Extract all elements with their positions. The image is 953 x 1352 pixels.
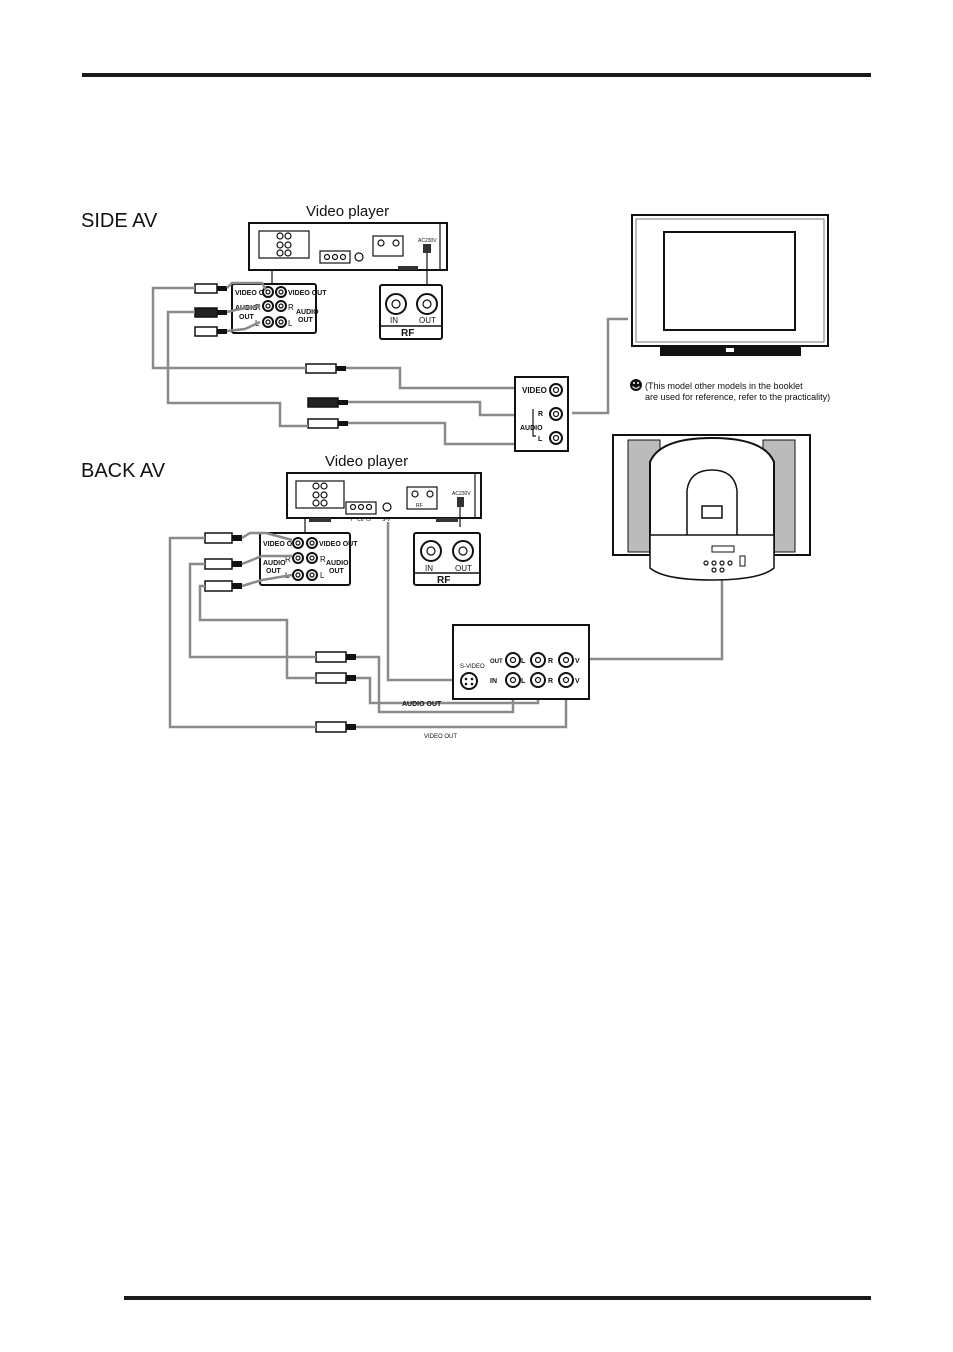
- video-player-back: Video player Y Cb Cr S-V RF AC230V: [286, 453, 482, 527]
- player-output-panel-back: VIDEO OUT VIDEO OUT AUDIO OUT R R AUDIO …: [259, 518, 358, 586]
- audio-out-wire-label: AUDIO OUT: [402, 701, 442, 708]
- svg-text:OUT: OUT: [239, 314, 255, 321]
- svg-text:AUDIO: AUDIO: [263, 560, 286, 567]
- bottom-rule: [124, 1296, 871, 1300]
- svg-text:VIDEO OUT: VIDEO OUT: [235, 290, 274, 297]
- svg-text:R: R: [548, 678, 553, 685]
- cables-back: [168, 522, 724, 729]
- svg-text:OUT: OUT: [419, 316, 436, 325]
- svg-text:Cb: Cb: [357, 517, 364, 523]
- svg-text:R: R: [320, 555, 326, 564]
- svg-text:AUDIO: AUDIO: [520, 425, 543, 432]
- svg-text:L: L: [538, 436, 543, 443]
- player-title-back: Video player: [325, 453, 408, 470]
- svg-text:OUT: OUT: [329, 568, 345, 575]
- svg-text:VIDEO: VIDEO: [522, 386, 547, 395]
- svg-text:S-VIDEO: S-VIDEO: [460, 664, 485, 670]
- back-av-title: BACK AV: [81, 460, 166, 482]
- svg-text:R: R: [538, 411, 543, 418]
- svg-text:VIDEO OUT: VIDEO OUT: [263, 541, 302, 548]
- top-rule: [82, 73, 871, 77]
- svg-text:OUT: OUT: [455, 564, 472, 573]
- reference-note: (This model other models in the booklet …: [630, 379, 830, 402]
- video-player-side: Video player AC230V: [248, 203, 448, 285]
- player-title-side: Video player: [306, 203, 389, 220]
- svg-text:L: L: [521, 658, 526, 665]
- svg-text:V: V: [575, 658, 580, 665]
- svg-text:R: R: [288, 303, 294, 312]
- svg-text:L: L: [288, 319, 293, 328]
- smiley-icon: [630, 379, 642, 391]
- tv-side-av-panel: VIDEO R AUDIO L: [514, 376, 569, 452]
- tv-back-av-panel: S-VIDEO OUT IN L R V L R V: [452, 624, 590, 700]
- rca-plugs-back-top: [204, 532, 242, 592]
- svg-text:IN: IN: [425, 564, 433, 573]
- ac-label-side: AC230V: [418, 238, 437, 244]
- svg-text:RF: RF: [401, 328, 414, 339]
- rca-plugs-back-bottom: [315, 651, 356, 733]
- ac-label-back: AC230V: [452, 491, 471, 497]
- svg-text:OUT: OUT: [266, 568, 282, 575]
- svg-text:L: L: [521, 678, 526, 685]
- svg-text:AUDIO: AUDIO: [326, 560, 349, 567]
- svg-text:R: R: [285, 555, 291, 564]
- svg-text:IN: IN: [390, 316, 398, 325]
- svg-text:VIDEO OUT: VIDEO OUT: [319, 541, 358, 548]
- svg-text:V: V: [575, 678, 580, 685]
- svg-text:Y: Y: [350, 517, 354, 523]
- svg-text:OUT: OUT: [298, 317, 314, 324]
- note-line-2: are used for reference, refer to the pra…: [645, 392, 830, 402]
- note-line-1: (This model other models in the booklet: [645, 381, 803, 391]
- svg-text:R: R: [548, 658, 553, 665]
- svg-text:Cr: Cr: [366, 517, 372, 523]
- rca-plugs-side-top: [194, 283, 227, 337]
- cables-side: [151, 281, 628, 446]
- side-av-title: SIDE AV: [81, 210, 158, 232]
- svg-text:S-V: S-V: [382, 517, 391, 523]
- rf-panel-back: IN OUT RF: [413, 532, 481, 586]
- rca-plugs-side-bottom: [305, 363, 348, 429]
- rf-panel-side: IN OUT RF: [379, 284, 443, 340]
- svg-text:L: L: [320, 571, 325, 580]
- video-out-wire-label: VIDEO OUT: [424, 734, 457, 740]
- svg-text:RF: RF: [437, 575, 450, 586]
- svg-text:VIDEO OUT: VIDEO OUT: [288, 290, 327, 297]
- svg-text:RF: RF: [416, 503, 423, 509]
- svg-text:OUT: OUT: [490, 659, 503, 665]
- svg-text:AUDIO: AUDIO: [296, 309, 319, 316]
- tv-back: [612, 434, 811, 581]
- player-output-panel-side: VIDEO OUT VIDEO OUT AUDIO OUT R R AUDIO …: [231, 270, 327, 334]
- svg-text:IN: IN: [490, 678, 497, 685]
- tv-front: [631, 214, 829, 356]
